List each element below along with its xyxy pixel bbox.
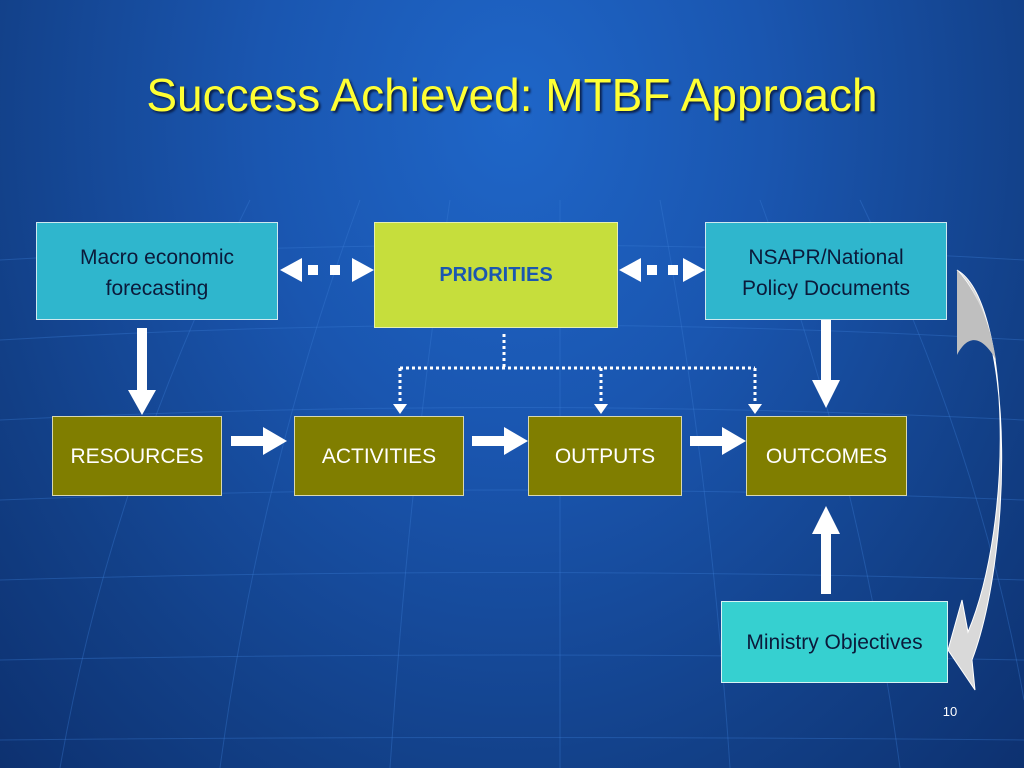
page-title: Success Achieved: MTBF Approach <box>146 69 878 121</box>
resources-box: RESOURCES <box>52 416 222 496</box>
page-number: 10 <box>942 704 958 719</box>
priorities-label: PRIORITIES <box>439 263 553 286</box>
ministry-objectives-label: Ministry Objectives <box>746 630 923 654</box>
outcomes-box: OUTCOMES <box>746 416 907 496</box>
outcomes-label: OUTCOMES <box>765 444 888 468</box>
nsapr-label: NSAPR/National Policy Documents <box>741 246 911 300</box>
outputs-box: OUTPUTS <box>528 416 682 496</box>
outputs-label: OUTPUTS <box>554 444 656 468</box>
activities-box: ACTIVITIES <box>294 416 464 496</box>
priorities-box: PRIORITIES <box>374 222 618 328</box>
ministry-objectives-box: Ministry Objectives <box>721 601 948 683</box>
nsapr-box: NSAPR/National Policy Documents <box>705 222 947 320</box>
macro-economic-forecasting-box: Macro economic forecasting <box>36 222 278 320</box>
macro-economic-forecasting-label: Macro economic forecasting <box>79 246 235 300</box>
activities-label: ACTIVITIES <box>321 444 437 468</box>
resources-label: RESOURCES <box>70 444 204 468</box>
